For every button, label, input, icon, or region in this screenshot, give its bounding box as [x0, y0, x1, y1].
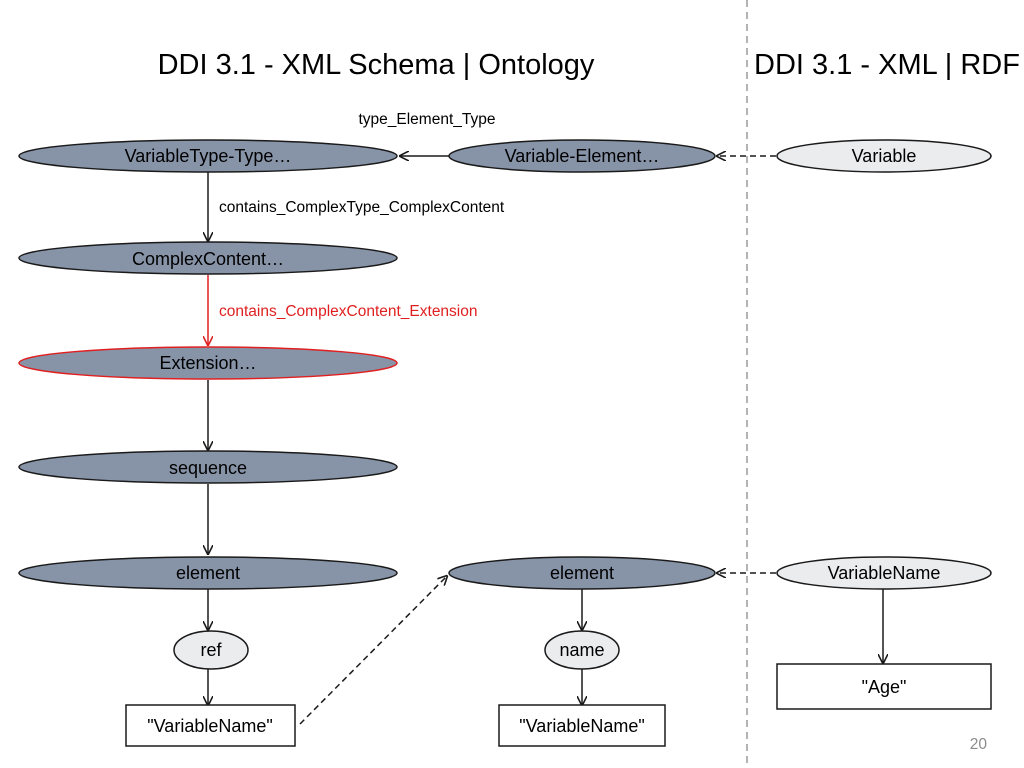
node-label: Variable-Element… — [505, 146, 660, 166]
node-extension: Extension… — [18, 346, 398, 380]
node-ref: ref — [173, 630, 249, 670]
node-complexcontent: ComplexContent… — [18, 241, 398, 275]
node-variable-rdf: Variable — [776, 139, 992, 173]
page-number: 20 — [970, 736, 988, 753]
node-label: VariableName — [828, 563, 941, 583]
node-label: VariableType-Type… — [125, 146, 292, 166]
node-element-right: element — [448, 556, 716, 590]
node-label: element — [176, 563, 240, 583]
edge-label-contains-complextype-complexcontent: contains_ComplexType_ComplexContent — [219, 199, 505, 216]
node-variabletype-type: VariableType-Type… — [18, 139, 398, 173]
node-label: "VariableName" — [519, 716, 645, 736]
title-xml-rdf: DDI 3.1 - XML | RDF — [754, 49, 1020, 81]
node-label: "Age" — [862, 677, 907, 697]
node-label: name — [559, 640, 604, 660]
node-variable-element: Variable-Element… — [448, 139, 716, 173]
node-label: element — [550, 563, 614, 583]
node-element-left: element — [18, 556, 398, 590]
node-label: ComplexContent… — [132, 249, 284, 269]
node-name: name — [544, 630, 620, 670]
node-variablename-literal-right: "VariableName" — [498, 704, 666, 747]
node-label: Variable — [852, 146, 917, 166]
node-label: ref — [200, 640, 222, 660]
node-sequence: sequence — [18, 450, 398, 484]
node-age-literal: "Age" — [776, 663, 992, 710]
node-label: sequence — [169, 458, 247, 478]
node-variablename-rdf: VariableName — [776, 556, 992, 590]
node-variablename-literal-left: "VariableName" — [125, 704, 296, 747]
edge-variablename-to-element — [299, 576, 447, 725]
edge-label-type-element-type: type_Element_Type — [358, 111, 495, 128]
node-label: "VariableName" — [147, 716, 273, 736]
title-schema-ontology: DDI 3.1 - XML Schema | Ontology — [158, 49, 595, 81]
node-label: Extension… — [159, 353, 256, 373]
edge-label-contains-complexcontent-extension: contains_ComplexContent_Extension — [219, 303, 478, 320]
